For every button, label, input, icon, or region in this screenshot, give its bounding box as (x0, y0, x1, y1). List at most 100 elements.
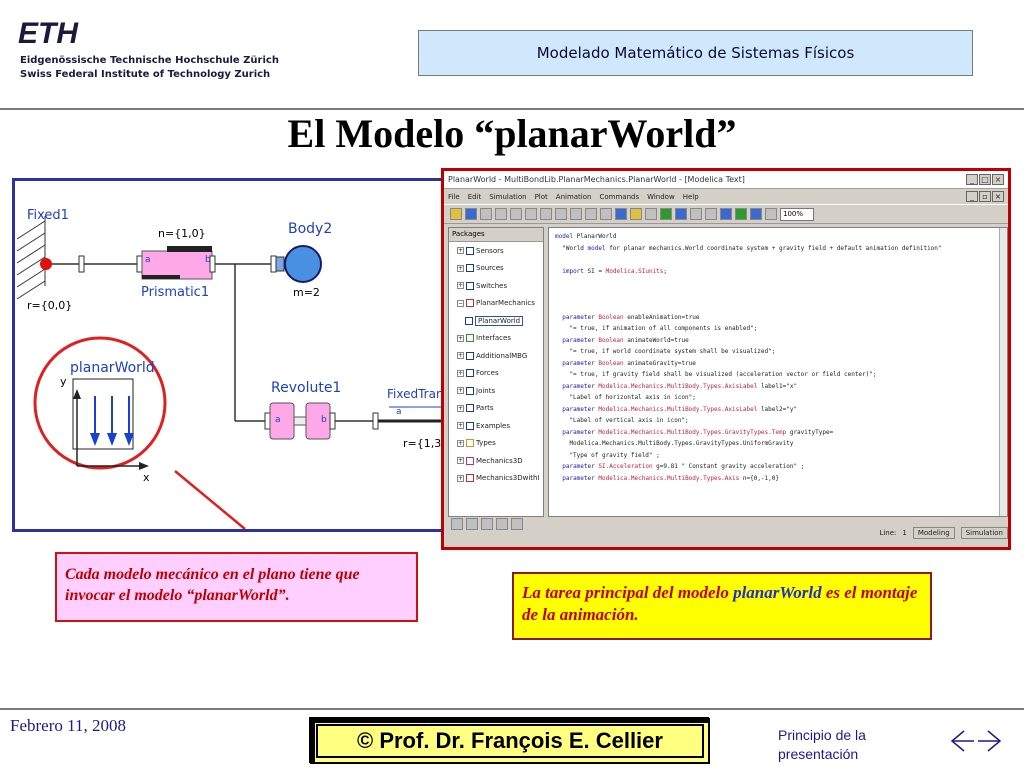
zoom-select[interactable]: 100% (780, 207, 814, 221)
code-line: "Label of horizontal axis in icon"; (555, 394, 696, 401)
menu-window[interactable]: Window (647, 192, 675, 201)
text-tool-icon[interactable] (585, 208, 597, 220)
code-line: "= true, if gravity field shall be visua… (555, 371, 877, 378)
code-line: "World model for planar mechanics.World … (555, 244, 942, 252)
child-close-icon[interactable]: × (992, 191, 1004, 202)
body-label: Body2 (288, 221, 333, 237)
menu-file[interactable]: File (448, 192, 460, 201)
polygon-tool-icon[interactable] (570, 208, 582, 220)
tree-item-examples[interactable]: +Examples (457, 421, 511, 430)
search-icon[interactable] (480, 208, 492, 220)
tree-item-additionalmbg[interactable]: +AdditionalMBG (457, 351, 528, 360)
connector (78, 255, 85, 273)
menu-simulation[interactable]: Simulation (489, 192, 527, 201)
tree-item-label: Switches (476, 281, 508, 290)
close-icon[interactable]: × (992, 174, 1004, 185)
prismatic-label: Prismatic1 (141, 285, 210, 300)
component-icon[interactable] (466, 518, 478, 530)
line-color-icon[interactable] (615, 208, 627, 220)
help-icon[interactable] (510, 208, 522, 220)
documentation-layer-icon[interactable] (750, 208, 762, 220)
browser-toolbar (448, 517, 544, 531)
open-icon[interactable] (450, 208, 462, 220)
model-icon (465, 316, 473, 325)
code-line: parameter Boolean animateGravity=true (562, 359, 696, 367)
institution-en: Swiss Federal Institute of Technology Zu… (20, 69, 271, 80)
tree-item-sources[interactable]: +Sources (457, 264, 504, 273)
code-line: parameter Modelica.Mechanics.MultiBody.T… (562, 382, 798, 390)
line-tool-icon[interactable] (525, 208, 537, 220)
text-layer-icon[interactable] (765, 208, 777, 220)
print-icon[interactable] (495, 208, 507, 220)
callout-pink: Cada modelo mecánico en el plano tiene q… (55, 552, 418, 622)
package-icon (466, 281, 474, 290)
nav-forward-icon[interactable] (496, 518, 508, 530)
tree-item-types[interactable]: +Types (457, 439, 496, 448)
package-browser: Packages +Sensors +Sources +Switches −Pl… (448, 227, 544, 517)
callout-yellow-text-2: es el montaje de la animación. (522, 583, 918, 624)
icon-layer-icon[interactable] (720, 208, 732, 220)
dymola-toolbar: 100% (444, 204, 1008, 224)
tree-item-switches[interactable]: +Switches (457, 281, 508, 290)
code-line (555, 254, 995, 266)
nav-back-icon[interactable] (481, 518, 493, 530)
callout-yellow: La tarea principal del modelo planarWorl… (512, 572, 932, 640)
eth-logo: ETH (18, 18, 79, 46)
connector (136, 255, 143, 273)
child-restore-icon[interactable]: ▫ (979, 191, 991, 202)
simulation-mode-button[interactable]: Simulation (960, 527, 1008, 539)
fixedtrans-port-a: a (396, 407, 402, 417)
body-mass-label: m=2 (293, 286, 320, 299)
menu-plot[interactable]: Plot (534, 192, 548, 201)
code-line (555, 277, 995, 289)
menu-help[interactable]: Help (682, 192, 699, 201)
save-icon[interactable] (465, 208, 477, 220)
home-link[interactable]: Principio de la presentación (778, 727, 866, 762)
code-line: "Type of gravity field" ; (555, 451, 660, 459)
forward-icon[interactable] (705, 208, 717, 220)
eth-logo-text: ETH (18, 18, 79, 46)
menu-edit[interactable]: Edit (467, 192, 482, 201)
revolute-port-b: b (321, 415, 327, 425)
menu-animation[interactable]: Animation (555, 192, 592, 201)
library-icon[interactable] (451, 518, 463, 530)
author-box: © Prof. Dr. François E. Cellier (310, 718, 710, 764)
revolute-left (269, 402, 295, 440)
diagram-canvas (16, 216, 445, 529)
back-icon[interactable] (690, 208, 702, 220)
fixed-r-label: r={0,0} (27, 299, 73, 312)
tree-item-forces[interactable]: +Forces (457, 369, 499, 378)
nav-arrows-icon[interactable] (950, 728, 1002, 754)
ellipse-tool-icon[interactable] (555, 208, 567, 220)
maximize-icon[interactable]: □ (979, 174, 991, 185)
check-icon[interactable] (660, 208, 672, 220)
menu-commands[interactable]: Commands (599, 192, 640, 201)
package-icon (466, 334, 474, 343)
grid-icon[interactable] (645, 208, 657, 220)
tree-item-parts[interactable]: +Parts (457, 404, 494, 413)
minimize-icon[interactable]: _ (966, 174, 978, 185)
modelica-text-editor[interactable]: model PlanarWorld "World model for plana… (548, 227, 1008, 517)
bitmap-tool-icon[interactable] (600, 208, 612, 220)
slide-title: El Modelo “planarWorld” (287, 111, 737, 156)
child-minimize-icon[interactable]: _ (966, 191, 978, 202)
modeling-mode-button[interactable]: Modeling (912, 527, 955, 539)
tree-item-mechanics3d[interactable]: +Mechanics3D (457, 456, 523, 465)
tree-item-planarmechanics[interactable]: −PlanarMechanics (457, 299, 535, 308)
dymola-menu-bar: File Edit Simulation Plot Animation Comm… (444, 189, 1008, 204)
diagram-layer-icon[interactable] (735, 208, 747, 220)
package-icon (466, 386, 474, 395)
pointer-icon[interactable] (511, 518, 523, 530)
rectangle-tool-icon[interactable] (540, 208, 552, 220)
prismatic-port-b: b (205, 255, 211, 265)
fill-color-icon[interactable] (630, 208, 642, 220)
footer-divider (0, 708, 1024, 710)
tree-item-sensors[interactable]: +Sensors (457, 246, 504, 255)
tree-item-mechanics3dwithi[interactable]: +Mechanics3DwithI (457, 474, 540, 483)
fixed-label: Fixed1 (27, 208, 69, 223)
tree-item-joints[interactable]: +Joints (457, 386, 496, 395)
tree-item-interfaces[interactable]: +Interfaces (457, 334, 511, 343)
copy-icon[interactable] (675, 208, 687, 220)
tree-item-planarworld[interactable]: PlanarWorld (449, 312, 543, 330)
editor-scrollbar[interactable] (999, 228, 1007, 516)
